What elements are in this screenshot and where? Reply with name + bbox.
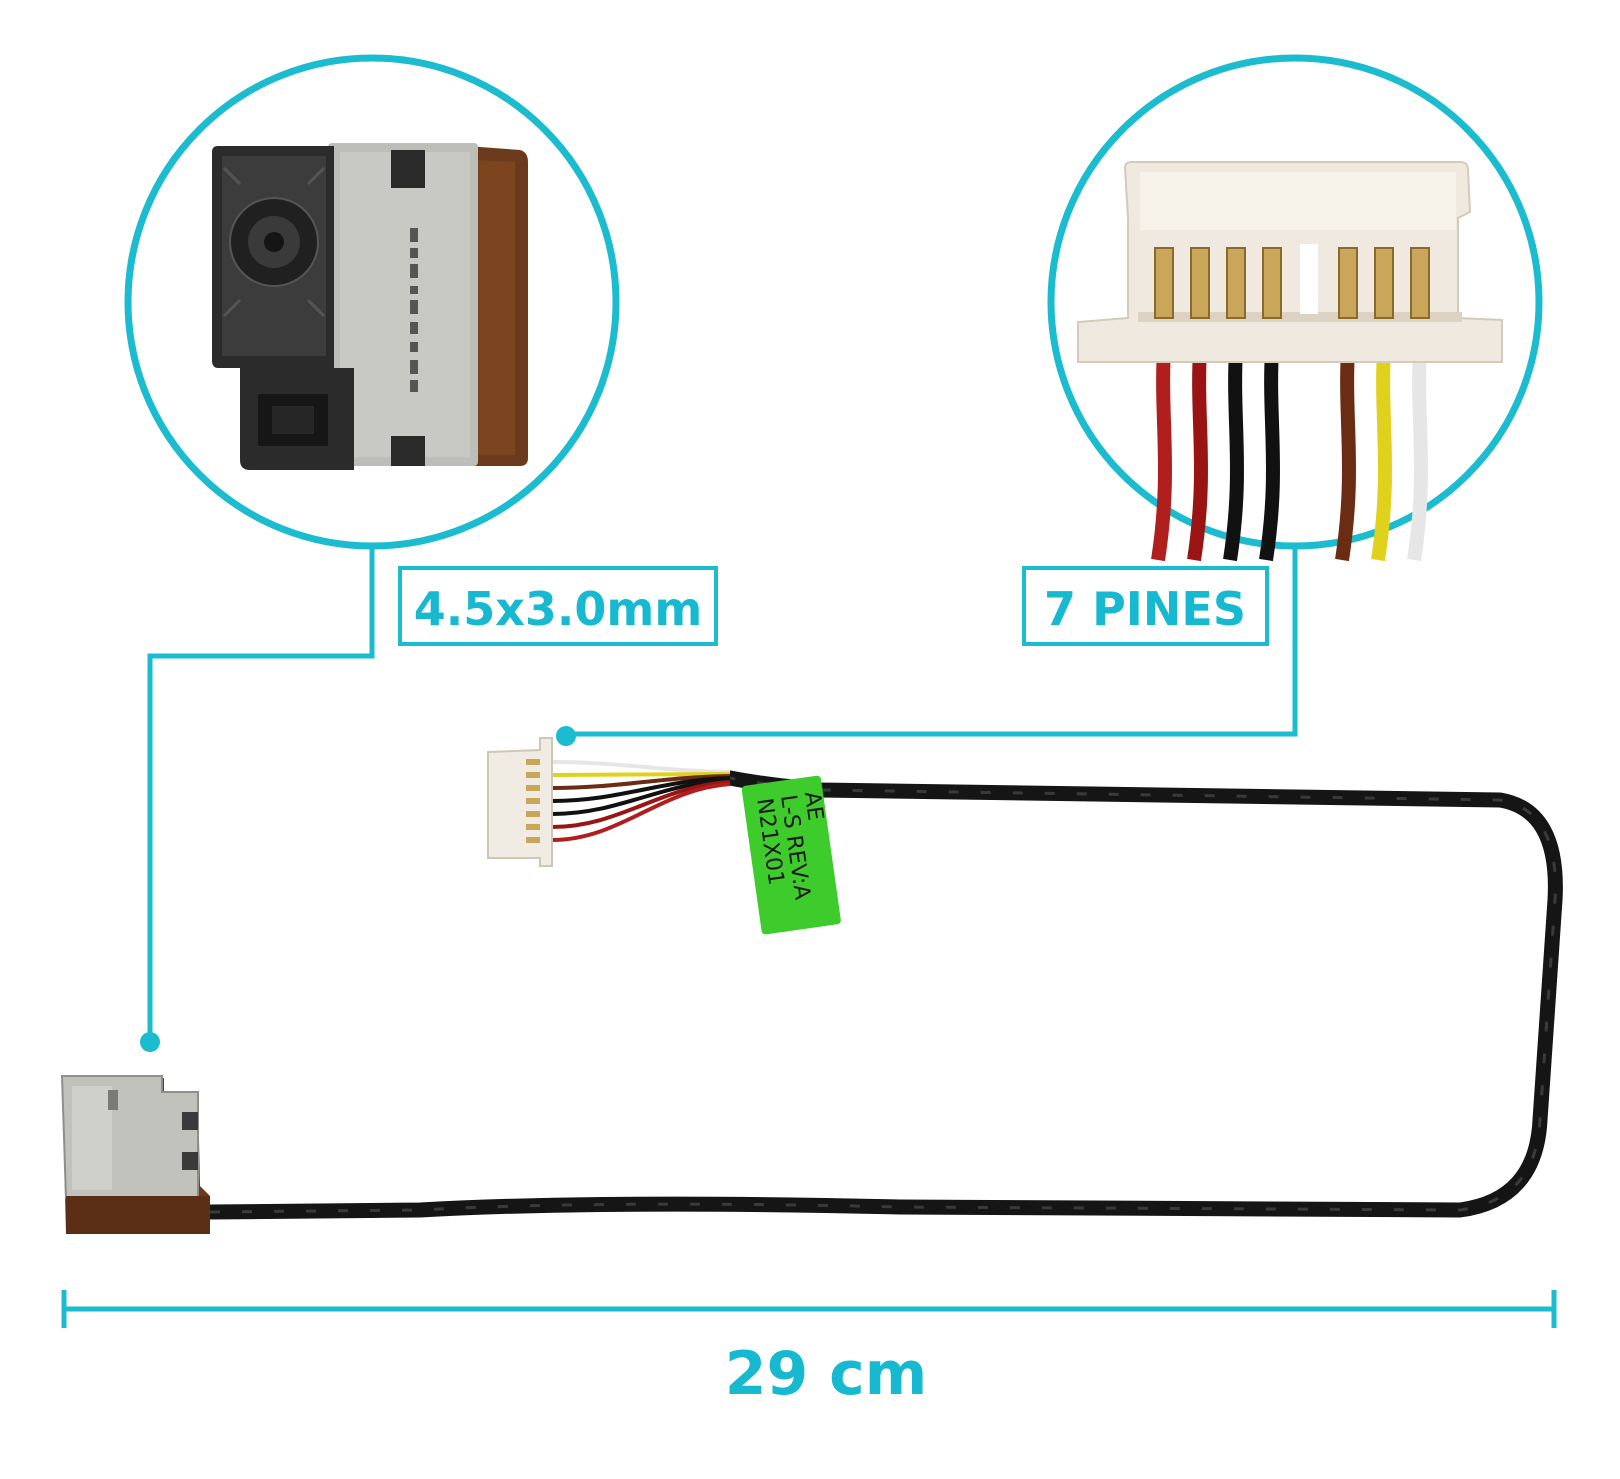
zoom-wire	[1335, 349, 1357, 562]
connector-zoom-pins	[1154, 247, 1430, 319]
zoom-pin	[1262, 247, 1282, 319]
jack-engraving	[410, 228, 418, 392]
connector-zoom-photo	[1077, 161, 1503, 562]
cable-wire	[551, 772, 731, 777]
jack-zoom-view	[124, 54, 620, 550]
zoom-pin	[1226, 247, 1246, 319]
zoom-pin	[1374, 247, 1394, 319]
cable-connector	[487, 737, 553, 867]
cable-wires	[551, 760, 731, 842]
cable-wire	[551, 776, 731, 803]
zoom-pin	[1154, 247, 1174, 319]
zoom-wire	[1259, 349, 1281, 562]
jack-leader-line	[147, 546, 375, 1040]
jack-spec-text: 4.5x3.0mm	[414, 582, 703, 636]
length-text: 29 cm	[725, 1339, 927, 1409]
connector-leader-dot	[556, 726, 576, 746]
zoom-wire	[1407, 349, 1429, 562]
cable-pin	[526, 785, 540, 791]
zoom-pin	[1338, 247, 1358, 319]
leader-lines	[147, 546, 1298, 1040]
cable-pin	[526, 837, 540, 843]
cable-wire	[551, 774, 731, 790]
pins-spec-label: 7 PINES	[1022, 566, 1269, 646]
zoom-pin	[1410, 247, 1430, 319]
cable-pin	[526, 759, 540, 765]
cable-pin	[526, 772, 540, 778]
zoom-wire	[1223, 349, 1245, 562]
cable-photo: AE L-S REV:A N21X01	[60, 737, 1563, 1234]
cable-wire	[551, 760, 731, 774]
cable-tag: AE L-S REV:A N21X01	[741, 775, 841, 935]
connector-leader-line	[566, 546, 1298, 737]
cable-wire	[551, 782, 731, 842]
zoom-wire	[1187, 349, 1209, 562]
pins-spec-text: 7 PINES	[1044, 582, 1246, 636]
cable-pin	[526, 824, 540, 830]
cable-pin	[526, 798, 540, 804]
cable-connector-pins	[526, 759, 540, 843]
jack-spec-label: 4.5x3.0mm	[398, 566, 718, 646]
cable-jacket	[202, 770, 1563, 1220]
cable-wire	[551, 778, 731, 816]
connector-zoom-wires	[1151, 349, 1429, 562]
cable-wire	[551, 780, 731, 829]
length-dimension: 29 cm	[61, 1290, 1557, 1409]
jack-leader-dot	[140, 1032, 160, 1052]
cable-jack	[60, 1075, 210, 1234]
zoom-wire	[1371, 349, 1393, 562]
tag-line-1: AE	[799, 790, 828, 822]
zoom-wire	[1151, 349, 1173, 562]
zoom-pin	[1190, 247, 1210, 319]
jack-zoom-photo	[212, 143, 528, 470]
cable-pin	[526, 811, 540, 817]
connector-zoom-view	[1047, 54, 1543, 562]
